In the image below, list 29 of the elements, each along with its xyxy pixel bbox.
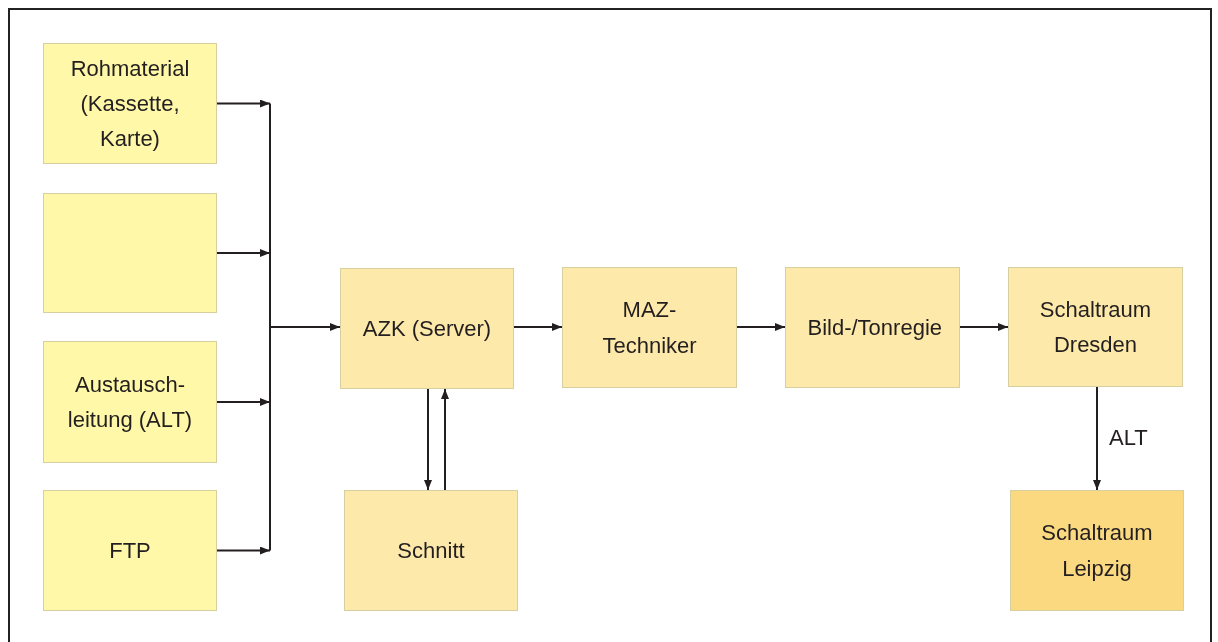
box-label: Schaltraum Leipzig [1040,519,1154,583]
arrow [441,388,449,491]
box-label: Schaltraum Dresden [1038,295,1153,359]
process-box [340,268,514,389]
arrow [1093,386,1101,491]
arrow [736,323,786,331]
process-box [344,490,518,611]
box-label: FTP [109,536,151,565]
process-box [785,267,960,388]
arrow [216,546,271,555]
process-box [562,267,737,388]
box [43,193,217,313]
arrow [216,99,271,108]
arrow [216,249,271,257]
box-label: AZK (Server) [362,314,492,343]
process-box [43,43,217,164]
arrow [269,102,341,552]
arrow [216,398,271,406]
box-label: MAZ-Techniker [601,296,698,360]
process-box [1008,267,1183,387]
box-label: Schnitt [397,536,465,565]
box-label: Rohmaterial (Kassette, Karte) [69,54,191,154]
arrow [424,388,432,491]
process-box [43,490,217,611]
arrow [959,323,1009,331]
process-box [1010,490,1184,611]
arrow [513,323,563,331]
process-box [43,341,217,463]
box-label: Austausch-leitung (ALT) [66,370,194,434]
